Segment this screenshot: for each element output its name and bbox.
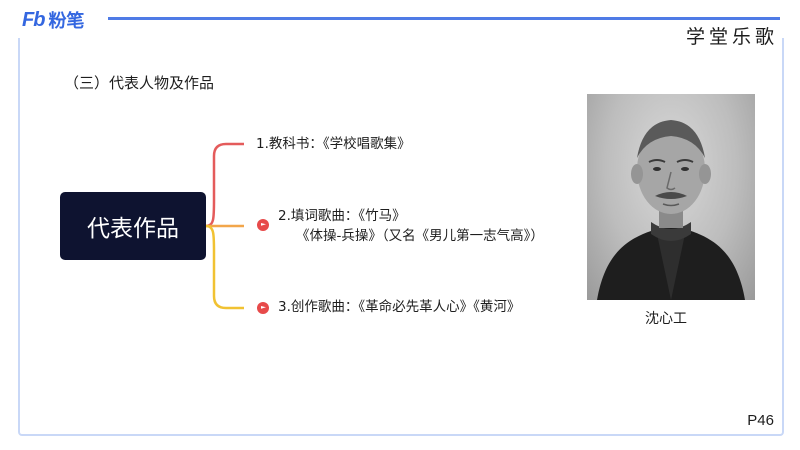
page-number: P46 [747,412,774,429]
mindmap-item-2: 2.填词歌曲：《竹马》 《体操-兵操》（又名《男儿第一志气高》） [278,206,544,246]
mindmap-item-3: 3.创作歌曲：《革命必先革人心》《黄河》 [278,297,520,317]
branch-yellow [205,224,244,310]
logo-text: 粉笔 [48,11,85,32]
item-1-text: 1.教科书：《学校唱歌集》 [256,136,411,152]
branch-red [205,142,244,228]
flag-icon [257,302,269,314]
portrait-illustration [597,120,745,300]
course-brand: 学堂乐歌 [685,26,778,48]
header-rule [108,17,780,20]
mindmap-item-1: 1.教科书：《学校唱歌集》 [256,134,411,154]
mindmap-center-node: 代表作品 [60,192,206,260]
logo-mark: Fb [22,8,45,31]
section-heading: （三）代表人物及作品 [64,74,215,92]
item-2-line-2: 《体操-兵操》（又名《男儿第一志气高》） [296,228,544,244]
portrait-photo [587,94,755,300]
photo-caption: 沈心工 [645,311,687,327]
center-node-label: 代表作品 [87,216,179,242]
item-2-line-1: 2.填词歌曲：《竹马》 [278,208,406,224]
brand-logo: Fb 粉笔 [22,7,84,33]
item-3-text: 3.创作歌曲：《革命必先革人心》《黄河》 [278,299,521,315]
slide-frame [18,38,784,436]
flag-icon [257,219,269,231]
